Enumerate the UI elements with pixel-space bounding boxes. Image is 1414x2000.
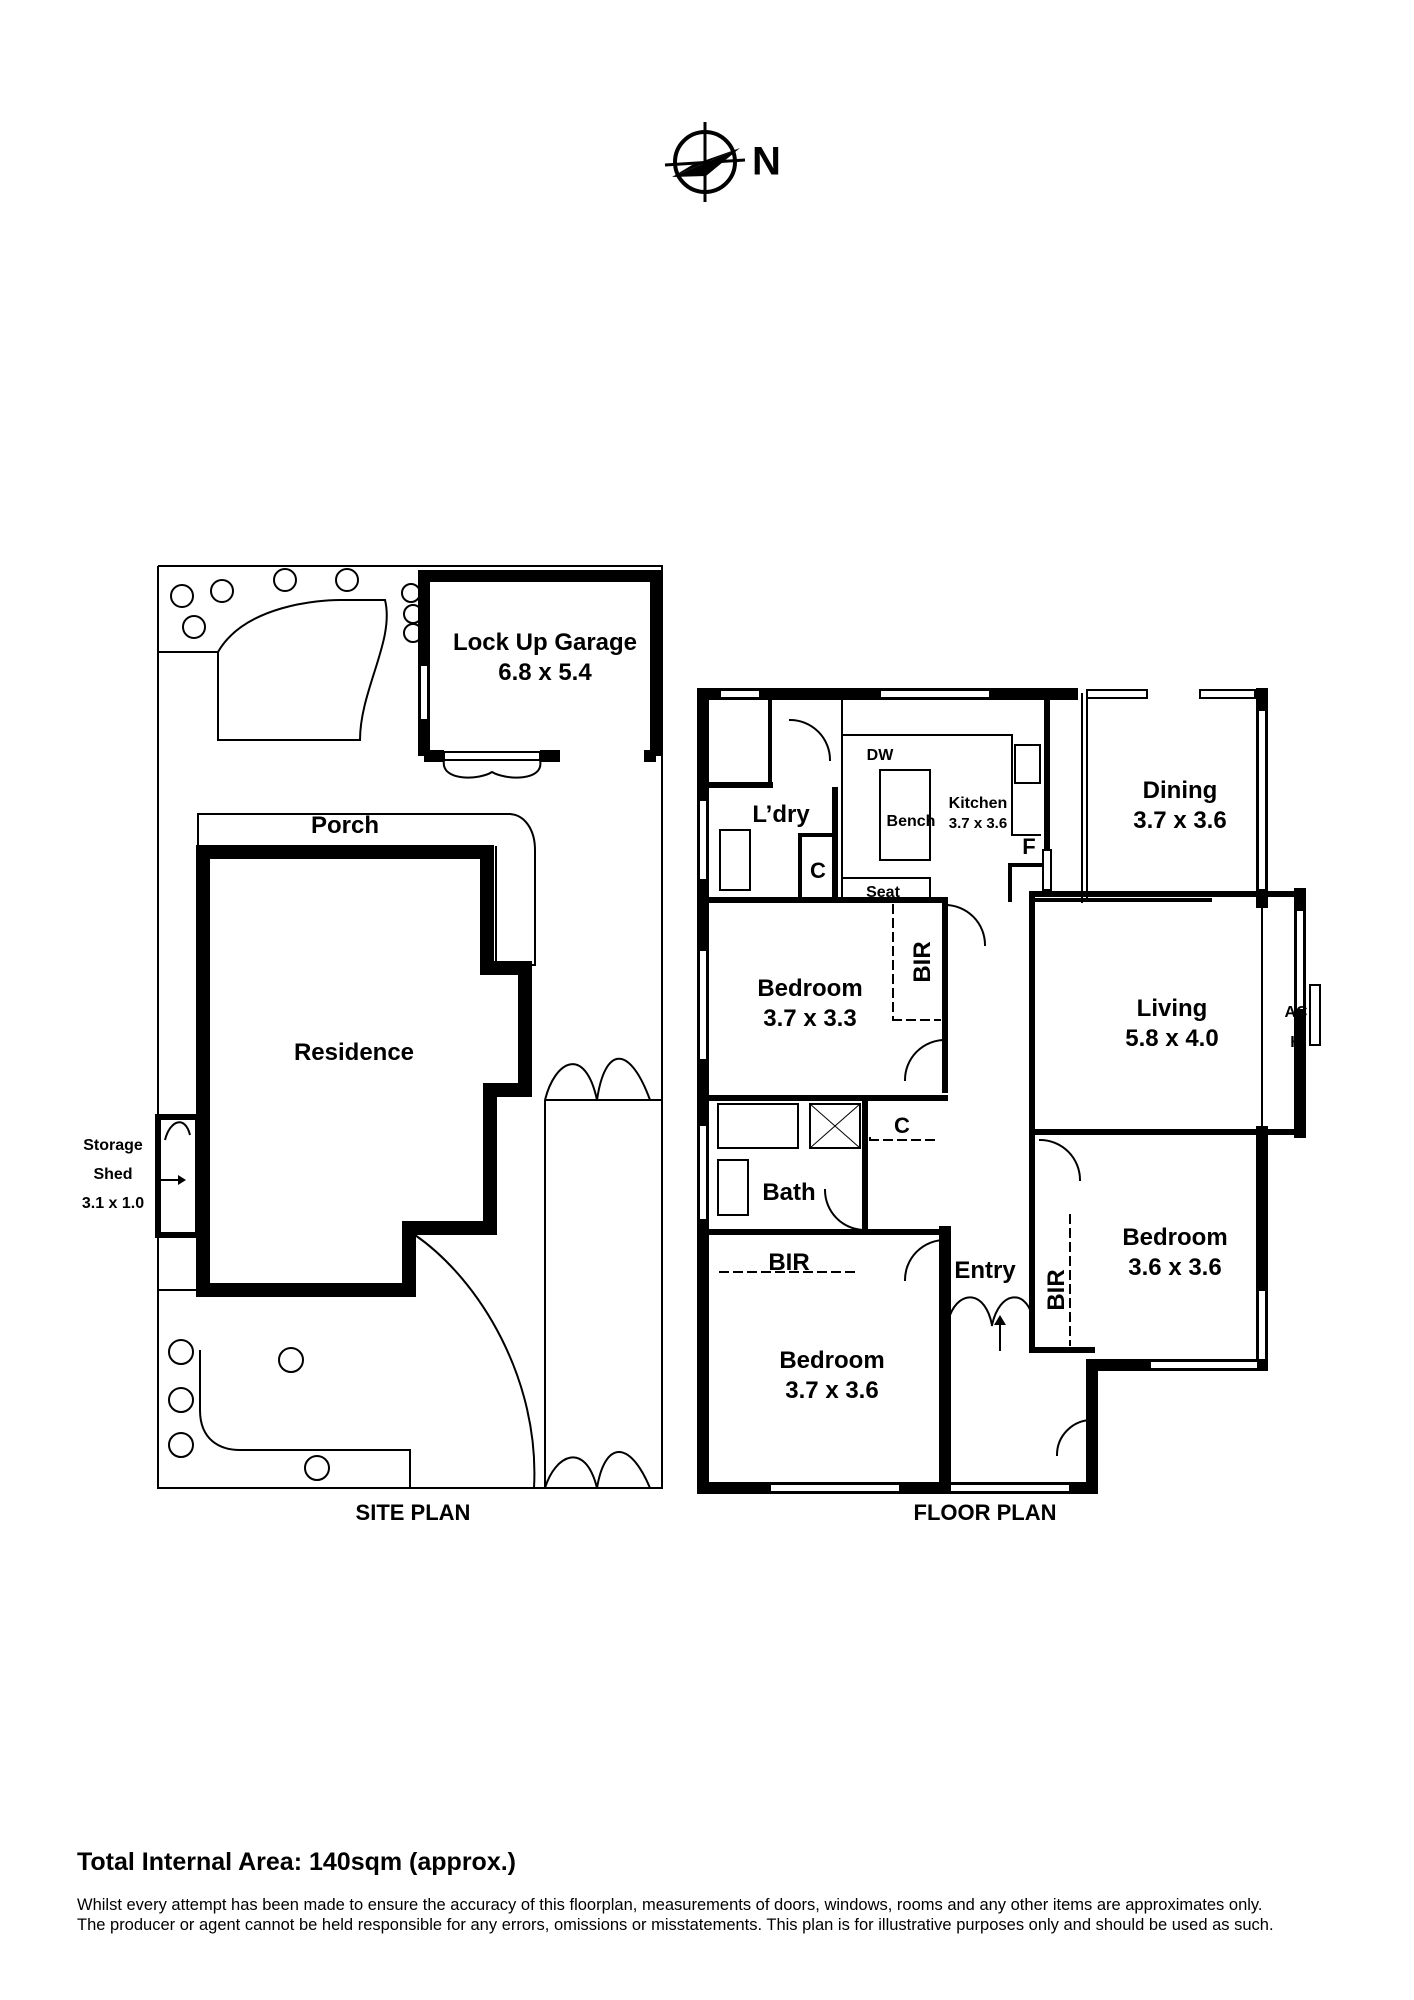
laundry-label: L’dry [752, 801, 810, 828]
bir-label-1: BIR [909, 941, 936, 982]
garage-name: Lock Up Garage [453, 629, 637, 656]
dining-size: 3.7 x 3.6 [1133, 807, 1226, 834]
heater-label: H [1290, 1034, 1302, 1051]
room-labels: L’dry C Bench Kitchen 3.7 x 3.6 DW F Sea… [752, 747, 1308, 1404]
closet-label-1: C [810, 858, 826, 883]
compass-icon [664, 122, 746, 202]
residence-label: Residence [294, 1039, 414, 1066]
disclaimer: Whilst every attempt has been made to en… [77, 1895, 1377, 1935]
bir-label-2: BIR [768, 1249, 809, 1276]
site-plan-title: SITE PLAN [356, 1500, 471, 1525]
dining-name: Dining [1143, 777, 1218, 804]
total-internal-area: Total Internal Area: 140sqm (approx.) [77, 1848, 516, 1876]
floor-plan-title: FLOOR PLAN [914, 1500, 1057, 1525]
shed-size: 3.1 x 1.0 [82, 1195, 144, 1212]
dishwasher-label: DW [867, 747, 895, 764]
site-plan [155, 565, 663, 1489]
ac-label: AC [1284, 1004, 1308, 1021]
bedroom2-size: 3.6 x 3.6 [1128, 1254, 1221, 1281]
garage-size: 6.8 x 5.4 [498, 659, 592, 686]
bedroom3-size: 3.7 x 3.6 [785, 1377, 878, 1404]
fridge-label: F [1022, 834, 1035, 859]
entry-label: Entry [954, 1257, 1016, 1284]
shrub-icon [168, 568, 423, 1481]
bench-label: Bench [887, 813, 936, 830]
living-name: Living [1137, 995, 1208, 1022]
living-size: 5.8 x 4.0 [1125, 1025, 1218, 1052]
porch-label: Porch [311, 812, 379, 839]
bath-label: Bath [762, 1179, 815, 1206]
kitchen-name: Kitchen [949, 795, 1008, 812]
bedroom3-name: Bedroom [779, 1347, 884, 1374]
kitchen-size: 3.7 x 3.6 [949, 815, 1007, 832]
disclaimer-line-2: The producer or agent cannot be held res… [77, 1916, 1274, 1934]
floorplan-drawing: N [82, 122, 1321, 1525]
disclaimer-line-1: Whilst every attempt has been made to en… [77, 1896, 1263, 1914]
bir-label-3: BIR [1043, 1269, 1070, 1310]
floor-plan [697, 688, 1321, 1494]
shed-label-line1: Storage [83, 1137, 143, 1154]
bedroom1-size: 3.7 x 3.3 [763, 1005, 856, 1032]
north-label: N [752, 140, 781, 184]
shed-label-line2: Shed [93, 1166, 132, 1183]
bedroom1-name: Bedroom [757, 975, 862, 1002]
closet-label-2: C [894, 1113, 910, 1138]
seat-label: Seat [866, 884, 900, 901]
bedroom2-name: Bedroom [1122, 1224, 1227, 1251]
